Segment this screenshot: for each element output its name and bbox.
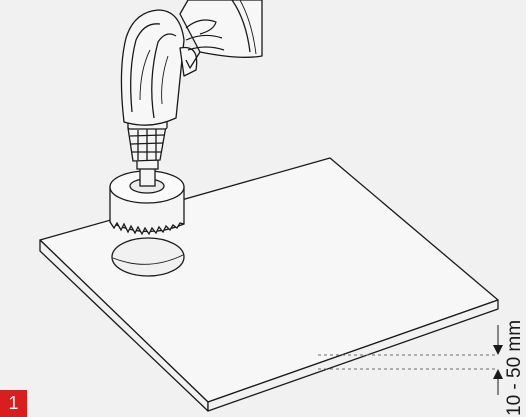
hole-outline [111, 237, 185, 277]
hand [185, 19, 225, 51]
drill-chuck [127, 119, 168, 162]
board-right-side [207, 299, 499, 412]
dimension-label: 10 - 50 mm [504, 320, 525, 416]
drill-body [120, 0, 263, 126]
thickness-dimension [318, 325, 503, 395]
arbor [136, 159, 159, 187]
board [39, 157, 499, 412]
step-number-badge: 1 [0, 390, 27, 417]
arrow-up-icon [493, 369, 503, 379]
hole-saw-teeth [109, 221, 185, 236]
drill-trigger [179, 46, 198, 77]
hole [111, 237, 185, 277]
drill-motor-housing [179, 0, 263, 58]
arrow-down-icon [493, 345, 503, 355]
board-top-face [39, 157, 499, 403]
hole-saw [109, 170, 185, 236]
